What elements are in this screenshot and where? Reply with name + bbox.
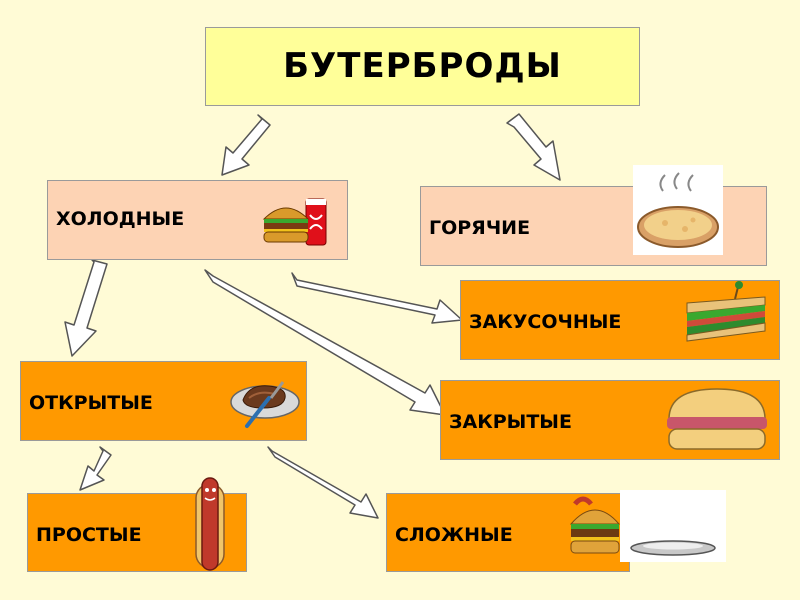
arrow-open-to-complex	[267, 446, 379, 519]
node-closed: ЗАКРЫТЫЕ	[440, 380, 780, 460]
node-hot: ГОРЯЧИЕ	[420, 165, 767, 266]
club-sandwich-icon	[686, 281, 766, 342]
node-snack-label: ЗАКУСОЧНЫЕ	[469, 311, 622, 333]
node-open: ОТКРЫТЫЕ	[20, 361, 307, 441]
arrow-title-to-cold	[221, 114, 271, 176]
node-hot-label: ГОРЯЧИЕ	[429, 217, 531, 239]
arrow-cold-to-snack	[291, 272, 463, 324]
node-simple-label: ПРОСТЫЕ	[36, 524, 142, 546]
arrow-open-to-simple	[79, 446, 112, 491]
node-cold: ХОЛОДНЫЕ	[47, 180, 348, 260]
arrow-title-to-hot	[506, 113, 561, 181]
burger-icon	[569, 496, 621, 554]
node-snack: ЗАКУСОЧНЫЕ	[460, 280, 780, 360]
node-complex-label: СЛОЖНЫЕ	[395, 524, 513, 546]
hotdog-icon	[195, 477, 225, 571]
title-box: БУТЕРБРОДЫ	[205, 27, 640, 106]
node-closed-label: ЗАКРЫТЫЕ	[449, 411, 572, 433]
node-complex: СЛОЖНЫЕ	[386, 493, 630, 572]
node-simple: ПРОСТЫЕ	[27, 477, 247, 572]
plate-icon	[620, 490, 726, 562]
node-open-label: ОТКРЫТЫЕ	[29, 392, 153, 414]
pizza-icon	[633, 165, 723, 255]
arrow-cold-to-open	[64, 259, 108, 357]
steak-plate-icon	[230, 381, 300, 428]
node-cold-label: ХОЛОДНЫЕ	[56, 208, 185, 230]
title-text: БУТЕРБРОДЫ	[283, 46, 562, 86]
burger-bun-icon	[667, 388, 767, 450]
burger-and-soda-icon	[262, 198, 327, 246]
